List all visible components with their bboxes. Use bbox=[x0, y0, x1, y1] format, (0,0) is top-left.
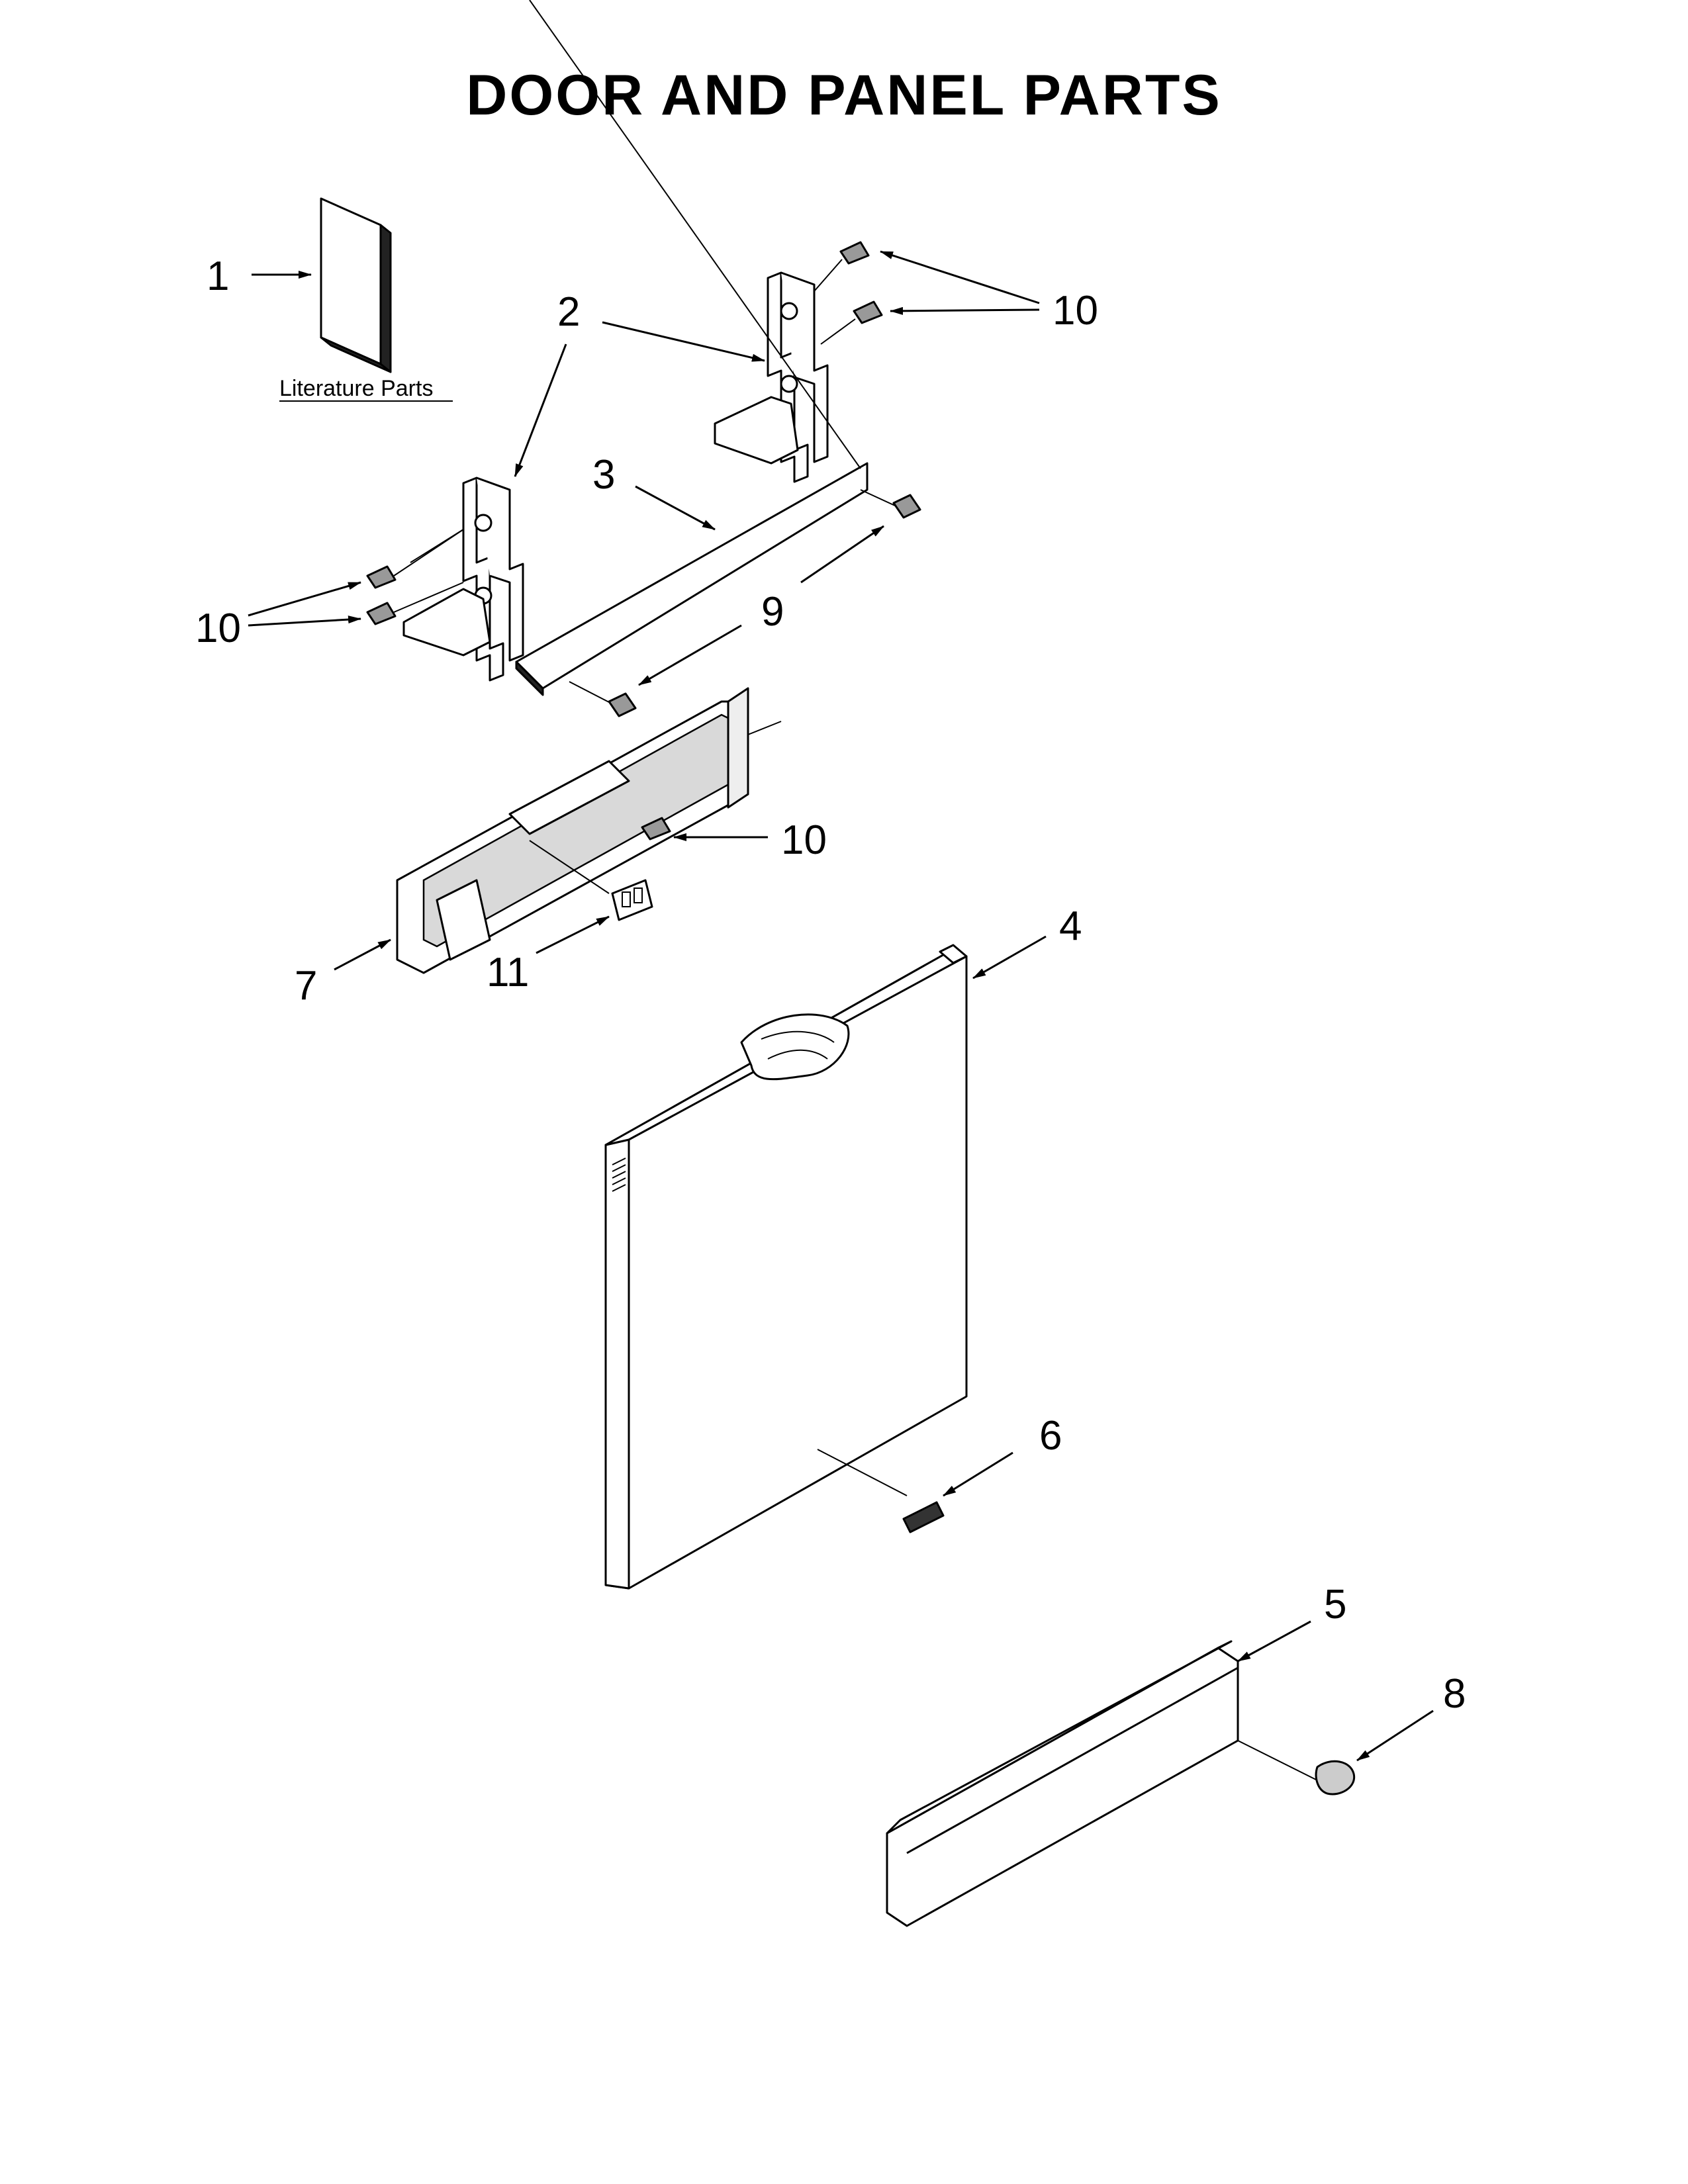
brand-badge[interactable] bbox=[902, 1501, 945, 1533]
panel-clip[interactable] bbox=[611, 879, 653, 921]
callout-8[interactable]: 8 bbox=[1443, 1671, 1466, 1717]
screw-9-right[interactable] bbox=[860, 489, 921, 519]
right-mounting-bracket[interactable] bbox=[714, 271, 829, 483]
screw-10-left-1[interactable] bbox=[366, 529, 464, 589]
callout-1[interactable]: 1 bbox=[207, 253, 229, 299]
page-title: DOOR AND PANEL PARTS bbox=[466, 64, 1222, 127]
screw-10-top-1[interactable] bbox=[814, 241, 870, 292]
callout-10-left[interactable]: 10 bbox=[195, 606, 241, 651]
door-handle[interactable] bbox=[740, 1013, 850, 1081]
outer-door-panel[interactable] bbox=[604, 944, 968, 1590]
callout-5[interactable]: 5 bbox=[1324, 1582, 1346, 1627]
callout-9[interactable]: 9 bbox=[761, 589, 784, 635]
toe-panel-screw[interactable] bbox=[1315, 1760, 1356, 1796]
screw-10-left-2[interactable] bbox=[366, 582, 464, 625]
callout-4[interactable]: 4 bbox=[1059, 903, 1082, 949]
callout-7[interactable]: 7 bbox=[295, 963, 317, 1009]
door-vent-slots bbox=[612, 1158, 626, 1192]
callout-10-top[interactable]: 10 bbox=[1053, 288, 1098, 334]
literature-parts-label: Literature Parts bbox=[279, 376, 433, 401]
literature-booklet[interactable] bbox=[320, 197, 392, 373]
left-mounting-bracket[interactable] bbox=[402, 477, 524, 682]
control-panel-housing[interactable] bbox=[396, 687, 782, 974]
callout-6[interactable]: 6 bbox=[1039, 1413, 1062, 1459]
screw-10-mid[interactable] bbox=[641, 817, 671, 841]
callout-11[interactable]: 11 bbox=[487, 950, 529, 995]
leader-arrows bbox=[248, 250, 1434, 1762]
callout-3[interactable]: 3 bbox=[592, 452, 615, 498]
callout-10-mid[interactable]: 10 bbox=[781, 817, 827, 863]
callout-2[interactable]: 2 bbox=[557, 289, 580, 335]
screw-10-top-2[interactable] bbox=[820, 300, 883, 345]
door-brace-bar[interactable] bbox=[515, 0, 868, 696]
toe-kick-panel[interactable] bbox=[886, 1640, 1318, 1927]
screw-9-left[interactable] bbox=[569, 681, 637, 717]
